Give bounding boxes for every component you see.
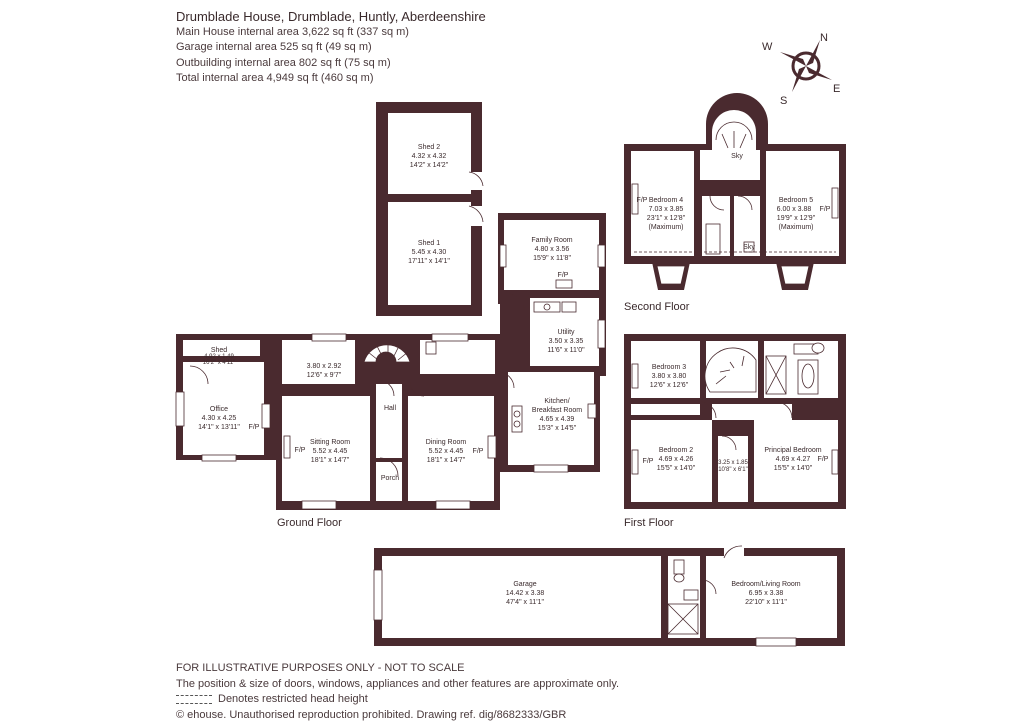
sky-mark-2: Sky	[743, 244, 755, 251]
shed2-m: 4.32 x 4.32	[412, 153, 447, 160]
bed3-m: 3.80 x 3.80	[652, 373, 687, 380]
dashed-line-icon	[176, 694, 212, 704]
compass-w: W	[762, 41, 773, 53]
principal-name: Principal Bedroom	[764, 447, 821, 454]
second-floor-label: Second Floor	[624, 301, 690, 313]
family-ft: 15'9" x 11'8"	[533, 255, 571, 262]
shed2-name: Shed 2	[418, 144, 440, 151]
first-floor: Bedroom 3 3.80 x 3.80 12'6" x 12'6" Bedr…	[624, 334, 846, 509]
family-fp: F/P	[558, 272, 569, 279]
shed-m: 4.92 x 1.49	[204, 354, 234, 360]
bed2-name: Bedroom 2	[659, 447, 693, 454]
small-m: 3.25 x 1.85	[718, 460, 748, 466]
head-height-legend: Denotes restricted head height	[176, 692, 619, 708]
compass-e: E	[833, 83, 840, 95]
sheds-block: Shed 2 4.32 x 4.32 14'2" x 14'2" Shed 1 …	[376, 102, 484, 316]
utility-name: Utility	[557, 329, 575, 336]
family-m: 4.80 x 3.56	[535, 246, 570, 253]
bed5-name: Bedroom 5	[779, 197, 813, 204]
bed5-note: (Maximum)	[779, 224, 814, 231]
ground-floor-label: Ground Floor	[277, 517, 342, 529]
bed3-ft: 12'6" x 12'6"	[650, 382, 689, 389]
area-line: Main House internal area 3,622 sq ft (33…	[176, 25, 409, 38]
bed4-m: 7.03 x 3.85	[649, 206, 684, 213]
shed1-ft: 17'11" x 14'1"	[408, 258, 450, 265]
kitchen-m: 4.65 x 4.39	[540, 416, 575, 423]
office-m: 4.30 x 4.25	[202, 415, 237, 422]
shed-ft: 16'2" x 4'11"	[203, 360, 235, 366]
kitchen-name1: Kitchen/	[544, 398, 569, 405]
bedliving-m: 6.95 x 3.38	[749, 590, 784, 597]
shed1-name: Shed 1	[418, 240, 440, 247]
copyright: © ehouse. Unauthorised reproduction proh…	[176, 708, 567, 721]
garage-block: Garage 14.42 x 3.38 47'4" x 11'1" Bedroo…	[373, 545, 845, 647]
bed4-fp: F/P	[637, 197, 648, 204]
dining-name: Dining Room	[426, 439, 467, 446]
bed5-fp: F/P	[820, 206, 831, 213]
bed5-ft: 19'9" x 12'9"	[777, 215, 816, 222]
kitchen-name2: Breakfast Room	[532, 407, 582, 414]
shed1-m: 5.45 x 4.30	[412, 249, 447, 256]
dining-ft: 18'1" x 14'7"	[427, 457, 466, 464]
bed4-note: (Maximum)	[649, 224, 684, 231]
bed5-m: 6.00 x 3.88	[777, 206, 812, 213]
second-floor: Bedroom 4 7.03 x 3.85 23'1" x 12'8" (Max…	[624, 93, 846, 290]
sitting-m: 5.52 x 4.45	[313, 448, 348, 455]
dining-fp: F/P	[473, 448, 484, 455]
head-height-text: Denotes restricted head height	[218, 693, 368, 705]
principal-fp: F/P	[818, 456, 829, 463]
office-name: Office	[210, 406, 228, 413]
dining-m: 5.52 x 4.45	[429, 448, 464, 455]
bed2-ft: 15'5" x 14'0"	[657, 465, 696, 472]
disclaimer-1: FOR ILLUSTRATIVE PURPOSES ONLY - NOT TO …	[176, 662, 465, 674]
utility-ft: 11'6" x 11'0"	[547, 347, 585, 354]
area-line: Garage internal area 525 sq ft (49 sq m)	[176, 41, 372, 53]
garage-name: Garage	[513, 581, 536, 588]
small-ft: 10'8" x 6'1"	[718, 467, 748, 473]
bed4-ft: 23'1" x 12'8"	[647, 215, 686, 222]
property-title: Drumblade House, Drumblade, Huntly, Aber…	[176, 9, 486, 24]
bed3-name: Bedroom 3	[652, 364, 686, 371]
bed4-name: Bedroom 4	[649, 197, 683, 204]
family-name: Family Room	[531, 237, 572, 244]
header: Drumblade House, Drumblade, Huntly, Aber…	[176, 9, 486, 87]
room-3792-m: 3.80 x 2.92	[307, 363, 342, 370]
room-3792-ft: 12'6" x 9'7"	[307, 372, 342, 379]
compass-s: S	[780, 95, 787, 107]
shed-name: Shed	[211, 347, 227, 354]
principal-ft: 15'5" x 14'0"	[774, 465, 813, 472]
hall-name: Hall	[384, 405, 397, 412]
sky-mark-1: Sky	[731, 153, 743, 160]
disclaimer-2: The position & size of doors, windows, a…	[176, 677, 620, 690]
principal-m: 4.69 x 4.27	[776, 456, 811, 463]
kitchen-ft: 15'3" x 14'5"	[538, 425, 577, 432]
compass-icon: N E S W	[762, 32, 840, 107]
bed2-m: 4.69 x 4.26	[659, 456, 694, 463]
utility-m: 3.50 x 3.35	[549, 338, 584, 345]
garage-ft: 47'4" x 11'1"	[506, 599, 544, 606]
garage-m: 14.42 x 3.38	[506, 590, 545, 597]
sitting-name: Sitting Room	[310, 439, 350, 446]
porch-name: Porch	[381, 475, 399, 482]
first-floor-label: First Floor	[624, 517, 674, 529]
office-ft: 14'1" x 13'11"	[198, 424, 240, 431]
bedliving-name: Bedroom/Living Room	[731, 581, 800, 588]
bed2-fp: F/P	[643, 458, 654, 465]
shed2-ft: 14'2" x 14'2"	[410, 162, 449, 169]
sitting-ft: 18'1" x 14'7"	[311, 457, 350, 464]
ground-floor: Shed 4.92 x 1.49 16'2" x 4'11" Office 4.…	[175, 213, 606, 510]
area-line: Total internal area 4,949 sq ft (460 sq …	[176, 72, 374, 84]
area-line: Outbuilding internal area 802 sq ft (75 …	[176, 56, 391, 69]
sitting-fp: F/P	[295, 447, 306, 454]
bedliving-ft: 22'10" x 11'1"	[745, 599, 787, 606]
footer: FOR ILLUSTRATIVE PURPOSES ONLY - NOT TO …	[176, 661, 619, 723]
compass-n: N	[820, 32, 828, 44]
office-fp: F/P	[249, 424, 260, 431]
